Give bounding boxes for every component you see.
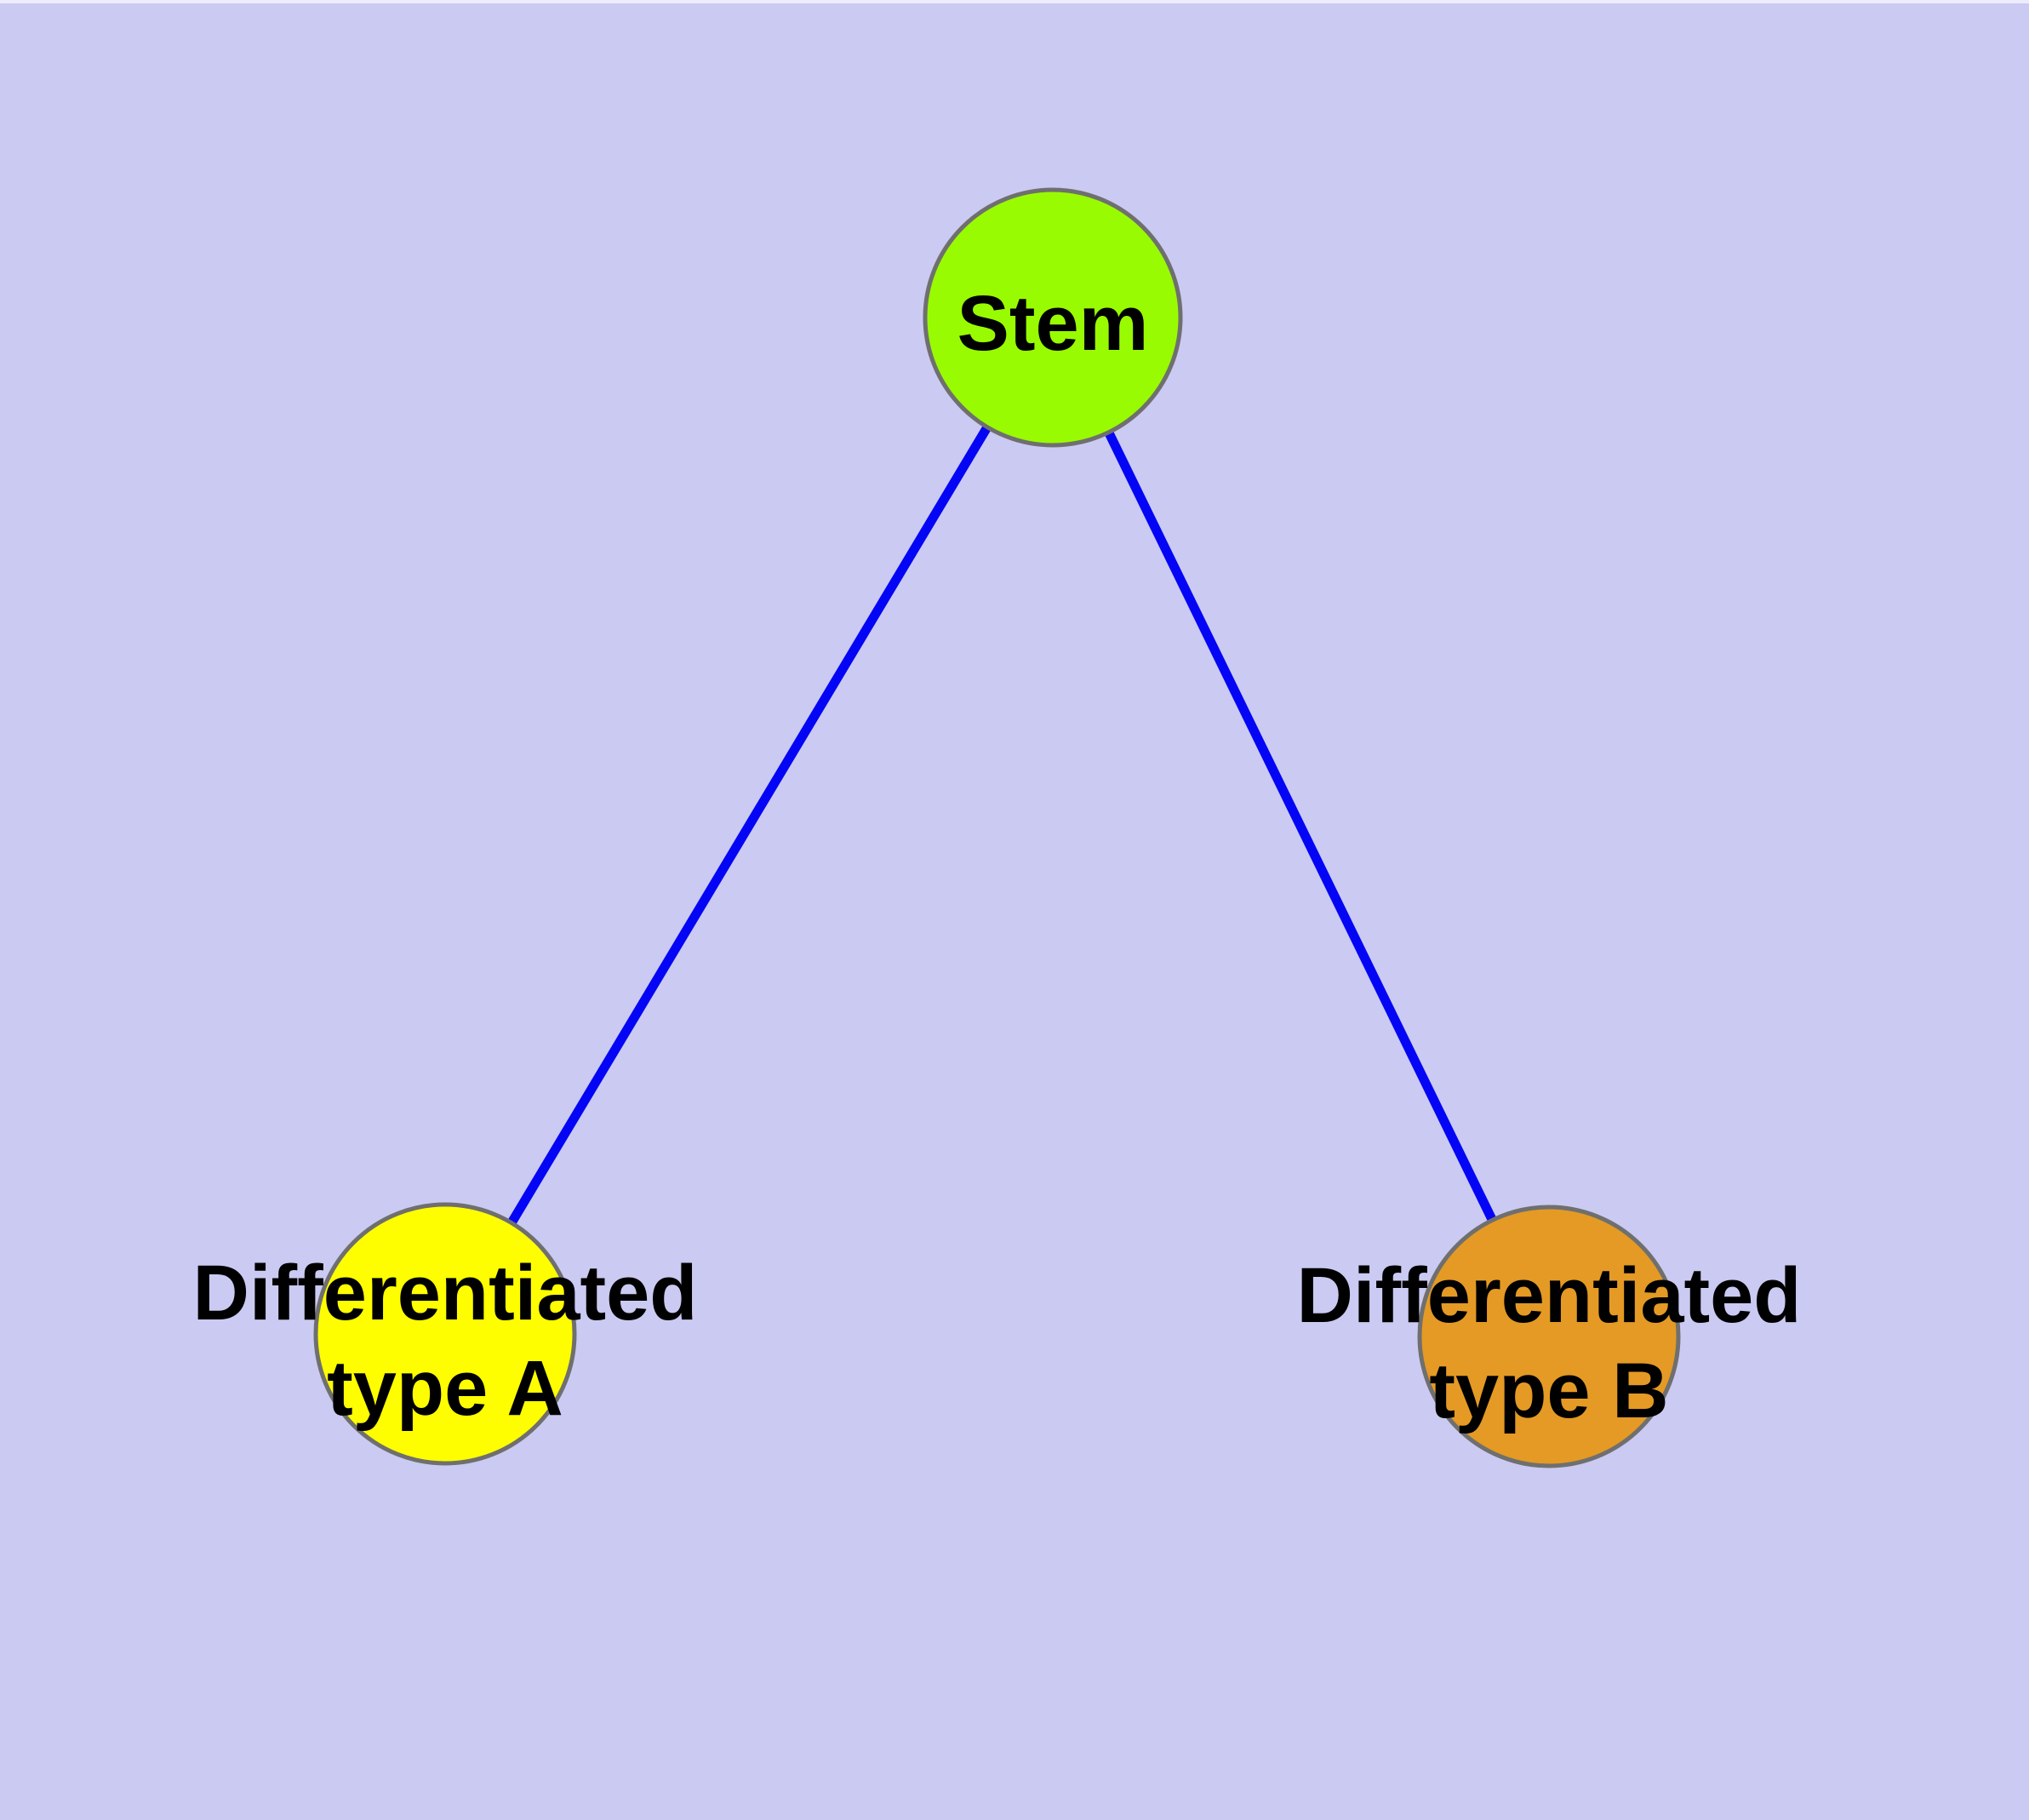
node-label-line: Differentiated [192,1250,698,1336]
node-label-line: Differentiated [1296,1252,1802,1339]
edge-stem-to-diff-type-b [1049,315,1553,1339]
node-label-line: type A [327,1345,563,1432]
node-label-stem: Stem [957,276,1149,371]
edge-stem-to-diff-type-a [441,315,1057,1336]
nodes-layer [313,187,1681,1468]
node-circle-diff-type-a [313,1202,577,1466]
edges-layer [441,315,1553,1339]
node-circle-diff-type-b [1417,1205,1681,1468]
node-label-diff-type-a: Differentiated type A [193,1245,698,1436]
node-label-line: type B [1429,1348,1669,1434]
node-circle-stem [923,187,1183,448]
node-label-diff-type-b: Differentiated type B [1297,1248,1802,1439]
node-label-line: Stem [957,280,1149,367]
